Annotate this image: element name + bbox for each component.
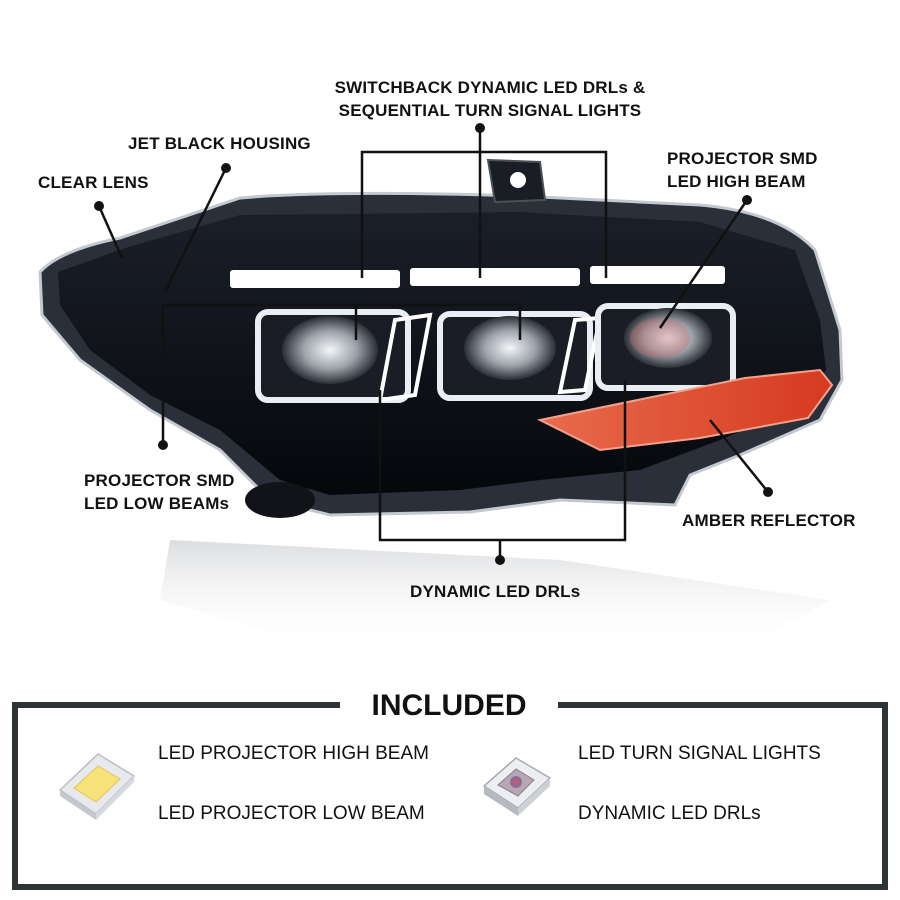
callout-low-beams: PROJECTOR SMD LED LOW BEAMs xyxy=(84,469,235,515)
callout-lines xyxy=(97,128,769,560)
callout-drl-sequential: SWITCHBACK DYNAMIC LED DRLs & SEQUENTIAL… xyxy=(300,76,680,122)
callout-high-beam-line1: PROJECTOR SMD xyxy=(667,149,818,168)
callout-high-beam: PROJECTOR SMD LED HIGH BEAM xyxy=(667,147,818,193)
feature-turn-signal: LED TURN SIGNAL LIGHTS xyxy=(578,743,821,764)
callout-low-beams-line1: PROJECTOR SMD xyxy=(84,471,235,490)
drl-bar-3 xyxy=(590,266,725,284)
callout-amber: AMBER REFLECTOR xyxy=(682,511,856,530)
feature-high-beam: LED PROJECTOR HIGH BEAM xyxy=(158,743,429,764)
drl-bar-2 xyxy=(410,268,580,286)
callout-dynamic-drl: DYNAMIC LED DRLs xyxy=(410,582,581,601)
included-box xyxy=(12,702,888,890)
amber-reflector xyxy=(536,368,834,452)
callout-drl-sequential-line2: SEQUENTIAL TURN SIGNAL LIGHTS xyxy=(338,101,642,120)
included-title: INCLUDED xyxy=(340,686,558,726)
callout-high-beam-line2: LED HIGH BEAM xyxy=(667,172,806,191)
headlight-image xyxy=(38,123,844,650)
white-smd-led-chip-icon xyxy=(58,753,136,820)
projector-1 xyxy=(255,309,433,403)
rgb-smd-led-chip-icon xyxy=(482,757,552,816)
callout-housing: JET BLACK HOUSING xyxy=(128,134,311,153)
callout-low-beams-line2: LED LOW BEAMs xyxy=(84,494,230,513)
callout-dots xyxy=(94,123,773,565)
callout-lens: CLEAR LENS xyxy=(38,173,149,192)
projector-2 xyxy=(437,311,603,401)
feature-dynamic-drl: DYNAMIC LED DRLs xyxy=(578,803,761,824)
projector-3 xyxy=(595,303,736,391)
callout-drl-sequential-line1: SWITCHBACK DYNAMIC LED DRLs & xyxy=(334,78,646,97)
feature-low-beam: LED PROJECTOR LOW BEAM xyxy=(158,803,425,824)
reflection xyxy=(160,540,830,650)
drl-bar-1 xyxy=(230,270,400,288)
